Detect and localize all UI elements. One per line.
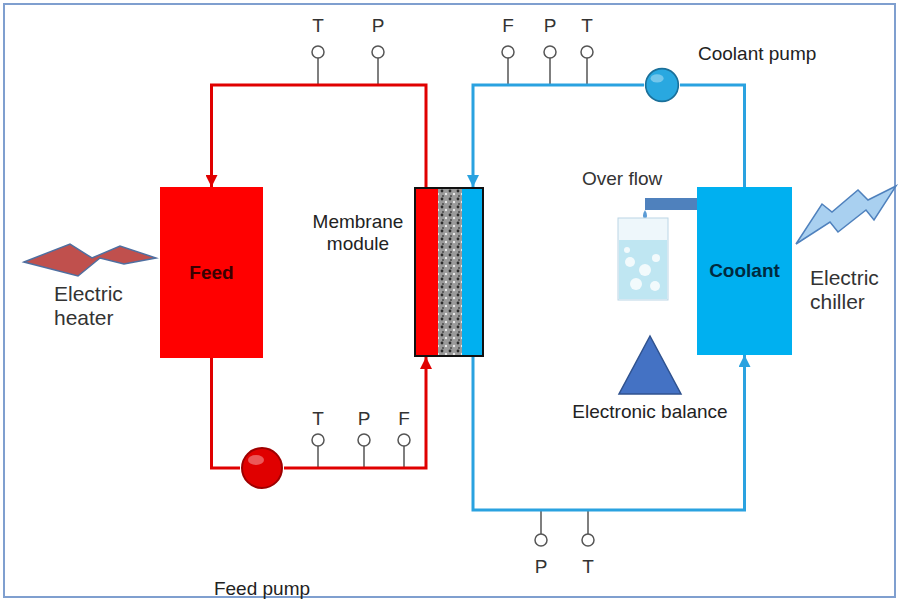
node-title: Coolant [709, 260, 780, 282]
callout-label: Electric heater [54, 282, 140, 330]
membrane-layers [416, 189, 482, 355]
sensor-letter: F [502, 15, 514, 37]
sensor-letter: F [398, 408, 410, 430]
frame [4, 4, 895, 597]
node-label: Electronic balance [572, 401, 727, 423]
balance-symbol [618, 335, 682, 395]
heater-bolt [24, 244, 156, 276]
pump-symbol [240, 446, 284, 490]
sensors [312, 46, 594, 546]
coolant-pump: Coolant pump [644, 67, 680, 103]
sensor-letter: P [535, 556, 548, 578]
sensor-letter: T [581, 15, 593, 37]
pipe-connector [473, 355, 745, 510]
membrane-module: Membrane module [414, 187, 484, 357]
sensor-letter: T [582, 556, 594, 578]
sensor-letter: T [312, 15, 324, 37]
sensor-letter: P [544, 15, 557, 37]
overflow-pipe [645, 198, 697, 210]
electronic-balance: Electronic balance [618, 335, 682, 395]
sensor-letter: P [372, 15, 385, 37]
chiller-bolt [796, 186, 896, 244]
callout-label: Over flow [582, 168, 662, 190]
pump-symbol [644, 67, 680, 103]
sensor-letter: P [358, 408, 371, 430]
coolant-tank: Coolant [697, 187, 792, 355]
feed-pump: Feed pump [240, 446, 284, 490]
feed-tank: Feed [160, 187, 263, 358]
pipe-connector [284, 357, 426, 468]
pipe-connector [212, 358, 241, 468]
sensor-letter: T [312, 408, 324, 430]
node-label: Feed pump [214, 578, 310, 600]
beaker [618, 218, 668, 300]
pipe-connector [680, 85, 745, 187]
bubbles [624, 247, 660, 291]
node-label: Coolant pump [698, 43, 816, 65]
node-label: Membrane module [306, 211, 410, 255]
pipe-connector [212, 85, 427, 187]
callout-label: Electric chiller [810, 266, 896, 314]
node-title: Feed [189, 262, 233, 284]
beaker-water [619, 240, 667, 299]
